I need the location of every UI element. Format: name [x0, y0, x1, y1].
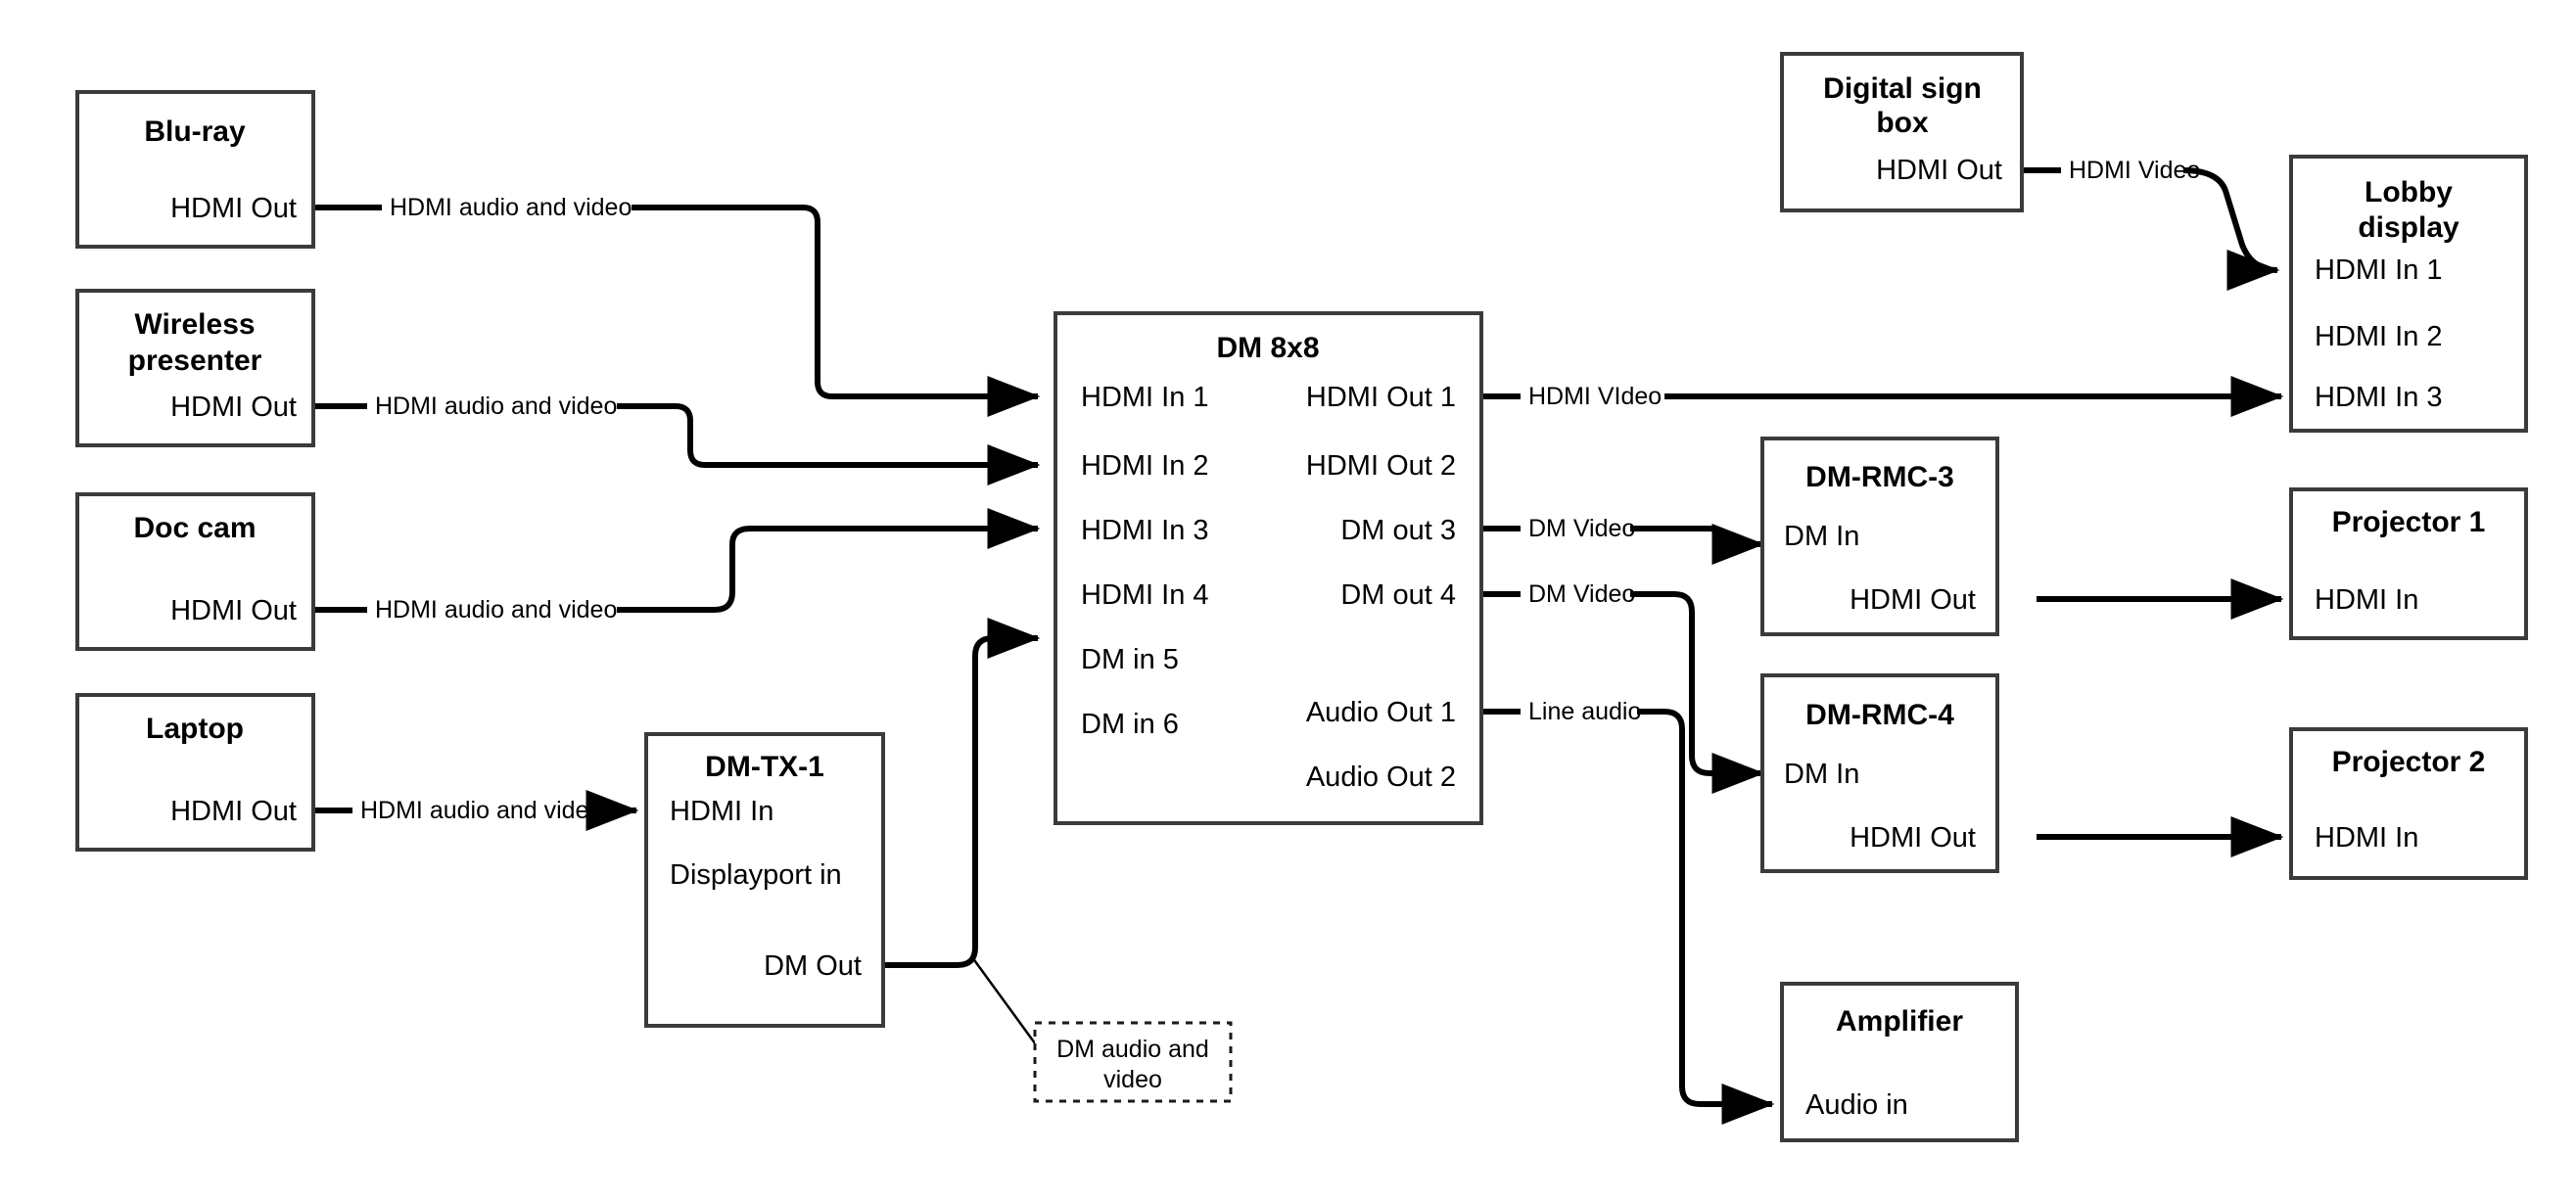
device-laptop[interactable]: Laptop HDMI Out [75, 693, 315, 852]
device-lobby-display[interactable]: Lobby display HDMI In 1 HDMI In 2 HDMI I… [2289, 155, 2528, 433]
device-title-digitalsign-line1: Digital sign [1823, 72, 1982, 105]
port-amplifier-audio-in: Audio in [1805, 1089, 1908, 1121]
device-dm-tx-1[interactable]: DM-TX-1 HDMI In Displayport in DM Out [644, 732, 885, 1028]
link-bluray-to-dm8x8-in1: HDMI audio and video [313, 194, 1041, 417]
device-dm-rmc-3[interactable]: DM-RMC-3 DM In HDMI Out [1760, 437, 1999, 636]
link-label-bluray: HDMI audio and video [390, 194, 632, 221]
port-dm8x8-audio-out-1: Audio Out 1 [1306, 697, 1456, 728]
port-dm8x8-out-1: HDMI Out 1 [1306, 382, 1456, 413]
port-dmrmc4-dm-in: DM In [1784, 759, 1859, 790]
link-dm8x8-dmout4-to-rmc4: DM Video [1481, 580, 1765, 794]
port-dm8x8-audio-out-2: Audio Out 2 [1306, 762, 1456, 793]
port-laptop-hdmi-out: HDMI Out [170, 796, 297, 827]
port-projector2-hdmi-in: HDMI In [2315, 822, 2418, 854]
link-wireless-to-dm8x8-in2: HDMI audio and video [313, 393, 1041, 485]
callout-label-line1: DM audio and [1056, 1036, 1209, 1063]
port-dm8x8-out-3: DM out 3 [1340, 515, 1456, 546]
link-dm8x8-hdmiout1-to-lobby-in3: HDMI VIdeo [1481, 376, 2284, 417]
link-label-hdmi-video-lobby: HDMI VIdeo [1528, 383, 1662, 410]
link-label-hdmi-video-sign: HDMI Video [2069, 157, 2200, 184]
port-dmrmc3-dm-in: DM In [1784, 521, 1859, 552]
link-dm8x8-dmout3-to-rmc3: DM Video [1481, 515, 1765, 565]
device-title-amplifier: Amplifier [1836, 1005, 1963, 1038]
device-title-lobby-line2: display [2358, 211, 2459, 244]
port-dm8x8-in-4: HDMI In 4 [1081, 579, 1209, 611]
device-title-projector2: Projector 2 [2332, 746, 2486, 778]
link-doccam-to-dm8x8-in3: HDMI audio and video [313, 508, 1041, 624]
port-dmtx1-dm-out: DM Out [764, 950, 862, 982]
port-dm8x8-in-2: HDMI In 2 [1081, 450, 1209, 482]
device-dm-8x8[interactable]: DM 8x8 HDMI In 1 HDMI In 2 HDMI In 3 HDM… [1054, 311, 1483, 825]
port-dm8x8-in-5: DM in 5 [1081, 644, 1179, 675]
callout-leader-line [970, 956, 1040, 1048]
port-dmrmc4-hdmi-out: HDMI Out [1850, 822, 1976, 854]
port-dm8x8-in-3: HDMI In 3 [1081, 515, 1209, 546]
port-dm8x8-out-4: DM out 4 [1340, 579, 1456, 611]
device-title-digitalsign-line2: box [1876, 107, 1929, 139]
port-projector1-hdmi-in: HDMI In [2315, 584, 2418, 616]
device-title-projector1: Projector 1 [2332, 506, 2486, 538]
port-bluray-hdmi-out: HDMI Out [170, 193, 297, 224]
link-dm8x8-audioout1-to-amplifier: Line audio [1481, 698, 1775, 1125]
device-wireless-presenter[interactable]: Wireless presenter HDMI Out [75, 289, 315, 447]
device-amplifier[interactable]: Amplifier Audio in [1780, 982, 2019, 1142]
link-dmtx1-to-dm8x8-in5 [883, 618, 1041, 968]
link-laptop-to-dmtx1: HDMI audio and video [313, 790, 639, 831]
port-doccam-hdmi-out: HDMI Out [170, 595, 297, 626]
device-doc-cam[interactable]: Doc cam HDMI Out [75, 492, 315, 651]
port-dm8x8-in-1: HDMI In 1 [1081, 382, 1209, 413]
device-bluray[interactable]: Blu-ray HDMI Out [75, 90, 315, 249]
link-label-line-audio: Line audio [1528, 698, 1641, 725]
port-dmtx1-displayport-in: Displayport in [670, 859, 842, 891]
device-title-dm8x8: DM 8x8 [1216, 332, 1319, 364]
port-lobby-hdmi-in-2: HDMI In 2 [2315, 321, 2443, 352]
link-label-dm-video-3: DM Video [1528, 515, 1635, 542]
port-lobby-hdmi-in-1: HDMI In 1 [2315, 254, 2443, 286]
device-digital-sign-box[interactable]: Digital sign box HDMI Out [1780, 52, 2024, 212]
port-dm8x8-in-6: DM in 6 [1081, 709, 1179, 740]
port-dmrmc3-hdmi-out: HDMI Out [1850, 584, 1976, 616]
link-label-doccam: HDMI audio and video [375, 596, 617, 624]
device-projector-1[interactable]: Projector 1 HDMI In [2289, 487, 2528, 640]
device-title-bluray: Blu-ray [144, 115, 246, 148]
link-label-dm-video-4: DM Video [1528, 580, 1635, 608]
device-dm-rmc-4[interactable]: DM-RMC-4 DM In HDMI Out [1760, 673, 1999, 873]
port-wireless-hdmi-out: HDMI Out [170, 392, 297, 423]
port-dmtx1-hdmi-in: HDMI In [670, 796, 773, 827]
port-dm8x8-out-2: HDMI Out 2 [1306, 450, 1456, 482]
device-title-lobby-line1: Lobby [2365, 176, 2453, 208]
link-digitalsign-to-lobby-in1: HDMI Video [2022, 157, 2280, 291]
port-digitalsign-hdmi-out: HDMI Out [1876, 155, 2002, 186]
callout-label-line2: video [1103, 1066, 1162, 1093]
device-title-wireless-line1: Wireless [134, 308, 255, 341]
link-label-laptop: HDMI audio and video [360, 797, 602, 824]
device-title-doccam: Doc cam [133, 512, 256, 544]
device-projector-2[interactable]: Projector 2 HDMI In [2289, 727, 2528, 880]
callout-dm-audio-and-video: DM audio and video [1033, 1021, 1233, 1103]
port-lobby-hdmi-in-3: HDMI In 3 [2315, 382, 2443, 413]
link-label-wireless: HDMI audio and video [375, 393, 617, 420]
device-title-laptop: Laptop [146, 713, 244, 745]
device-title-dmrmc3: DM-RMC-3 [1805, 461, 1954, 493]
device-title-dmrmc4: DM-RMC-4 [1805, 699, 1954, 731]
device-title-wireless-line2: presenter [128, 345, 262, 377]
device-title-dmtx1: DM-TX-1 [705, 751, 824, 783]
